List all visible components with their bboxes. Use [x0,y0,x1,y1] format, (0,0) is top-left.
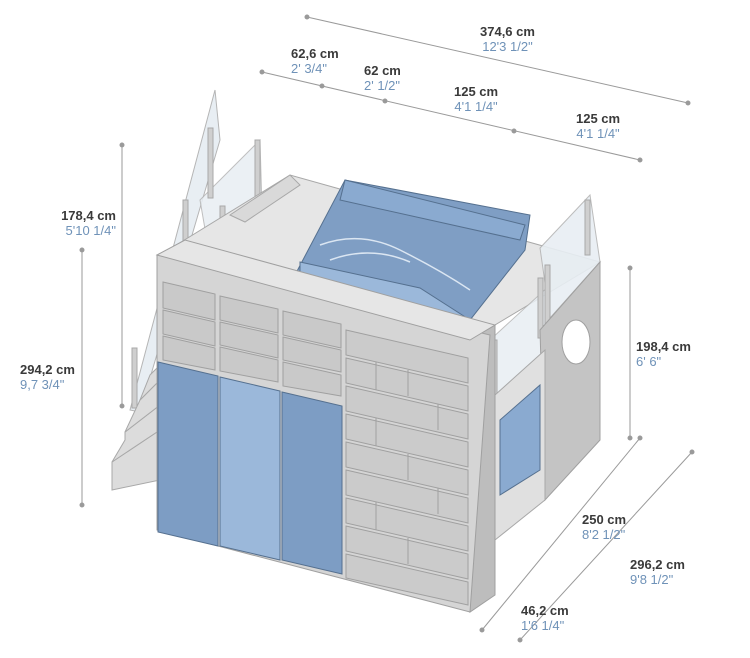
total-width-cm: 374,6 cm [480,24,535,39]
label-depth-250: 250 cm 8'2 1/2" [582,512,626,542]
seg-4-in: 4'1 1/4" [576,126,620,141]
seg-2-cm: 62 cm [364,63,401,78]
wardrobe-top [155,239,497,341]
door-right [281,391,343,575]
depth-wardrobe-in: 1'6 1/4" [521,618,565,633]
right-side-panel [494,260,601,542]
dim-line-total-width [306,16,689,104]
depth-250-in: 8'2 1/2" [582,527,626,542]
rail-height-in: 5'10 1/4" [65,223,116,238]
stairs [111,363,161,491]
upper-shelves [162,281,342,397]
label-total-height: 294,2 cm 9,7 3/4" [20,362,75,392]
depth-total-cm: 296,2 cm [630,557,685,572]
label-depth-total: 296,2 cm 9'8 1/2" [630,557,685,587]
dim-line-depth-total [519,451,693,641]
label-total-width: 374,6 cm 12'3 1/2" [480,24,535,54]
porthole-window [561,319,591,365]
seg-3-in: 4'1 1/4" [454,99,498,114]
seg-3-cm: 125 cm [454,84,499,99]
dim-line-depth-250 [481,437,641,631]
label-seg-1: 62,6 cm 2' 3/4" [291,46,339,76]
door-left [157,361,219,547]
depth-250-cm: 250 cm [582,512,627,527]
door-middle [219,376,281,561]
depth-total-in: 9'8 1/2" [630,572,674,587]
label-rail-height: 178,4 cm 5'10 1/4" [40,208,116,238]
bookcase [345,329,469,606]
label-depth-wardrobe: 46,2 cm 1'6 1/4" [521,603,569,633]
total-height-cm: 294,2 cm [20,362,75,377]
bed-height-cm: 198,4 cm [636,339,691,354]
seg-1-in: 2' 3/4" [291,61,328,76]
label-bed-height: 198,4 cm 6' 6" [636,339,691,369]
label-seg-4: 125 cm 4'1 1/4" [576,111,620,141]
seg-2-in: 2' 1/2" [364,78,401,93]
depth-wardrobe-cm: 46,2 cm [521,603,569,618]
label-seg-2: 62 cm 2' 1/2" [364,63,401,93]
total-height-in: 9,7 3/4" [20,377,65,392]
dim-line-segments [261,71,641,161]
seg-4-cm: 125 cm [576,111,621,126]
total-width-in: 12'3 1/2" [482,39,533,54]
wardrobe-doors [157,361,343,575]
label-seg-3: 125 cm 4'1 1/4" [454,84,498,114]
rail-height-cm: 178,4 cm [61,208,116,223]
dimension-lines [79,14,695,643]
seg-1-cm: 62,6 cm [291,46,339,61]
bed-height-in: 6' 6" [636,354,662,369]
